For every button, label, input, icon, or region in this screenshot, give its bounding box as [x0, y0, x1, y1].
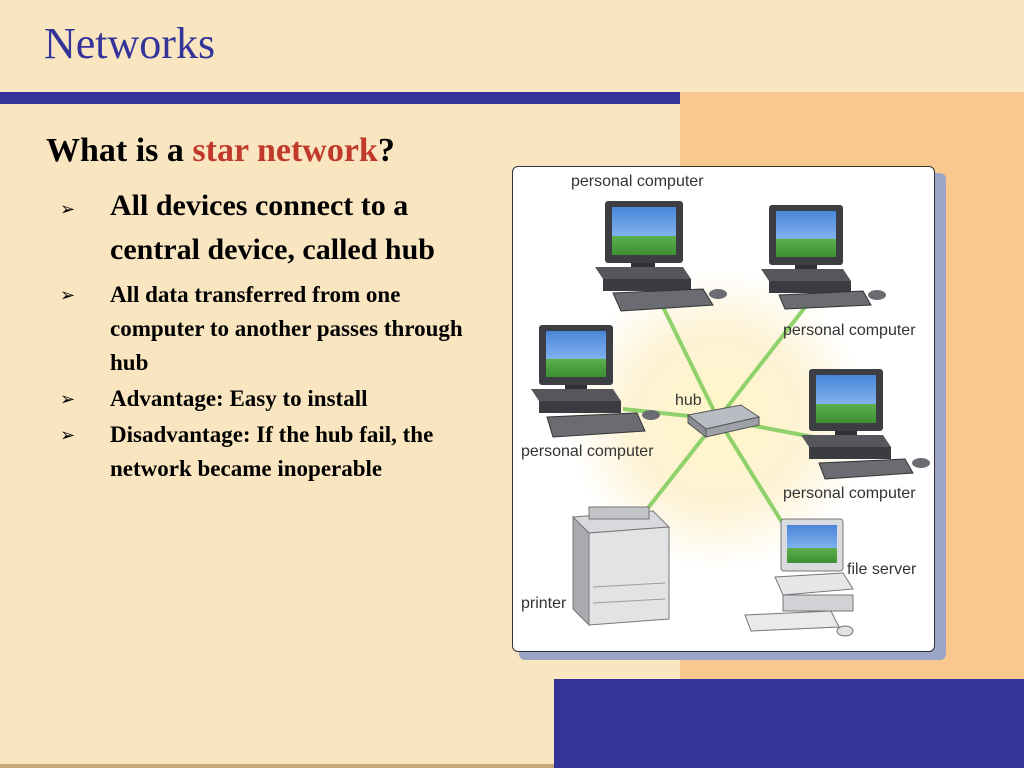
slide-question: What is a star network?	[46, 132, 395, 170]
label-pc-top: personal computer	[571, 173, 704, 190]
computer-top-icon	[595, 201, 727, 312]
bullet-list: ➢ All devices connect to a central devic…	[60, 184, 480, 488]
question-prefix: What is a	[46, 132, 193, 169]
title-underline-bar	[0, 92, 680, 104]
bullet-item: ➢ Advantage: Easy to install	[60, 382, 480, 416]
bullet-text: Disadvantage: If the hub fail, the netwo…	[110, 422, 434, 481]
label-pc-left: personal computer	[521, 443, 654, 460]
label-pc-right-top: personal computer	[783, 322, 916, 339]
label-hub: hub	[675, 392, 702, 409]
cable-file-server	[716, 417, 790, 534]
printer-icon	[571, 506, 671, 627]
hub-device-icon	[686, 404, 761, 439]
bullet-item: ➢ All data transferred from one computer…	[60, 278, 480, 380]
bullet-arrow-icon: ➢	[60, 425, 76, 445]
cable-pc-top	[661, 306, 720, 420]
bullet-item: ➢ Disadvantage: If the hub fail, the net…	[60, 418, 480, 486]
bullet-arrow-icon: ➢	[60, 199, 76, 219]
question-highlight: star network	[192, 132, 378, 169]
computer-right-top-icon	[761, 205, 886, 310]
cable-pc-right-top	[716, 295, 815, 421]
label-file-server: file server	[847, 561, 917, 578]
bottom-rule	[0, 764, 554, 768]
bullet-text: All data transferred from one computer t…	[110, 282, 463, 375]
label-printer: printer	[521, 595, 567, 612]
bullet-arrow-icon: ➢	[60, 389, 76, 409]
slide-title: Networks	[44, 19, 216, 68]
question-suffix: ?	[377, 132, 395, 169]
label-pc-right-bottom: personal computer	[783, 485, 916, 502]
corner-blue-block	[554, 679, 1024, 768]
bullet-item: ➢ All devices connect to a central devic…	[60, 184, 480, 272]
computer-right-bottom-icon	[801, 369, 930, 480]
cables	[622, 295, 815, 534]
diagram-canvas	[531, 201, 930, 637]
bullet-text: Advantage: Easy to install	[110, 386, 368, 411]
bullet-arrow-icon: ➢	[60, 285, 76, 305]
bullet-text: All devices connect to a central device,…	[110, 189, 435, 266]
computer-left-icon	[531, 325, 660, 438]
file-server-icon	[744, 518, 854, 637]
star-network-diagram: personal computer personal computer pers…	[512, 166, 935, 652]
